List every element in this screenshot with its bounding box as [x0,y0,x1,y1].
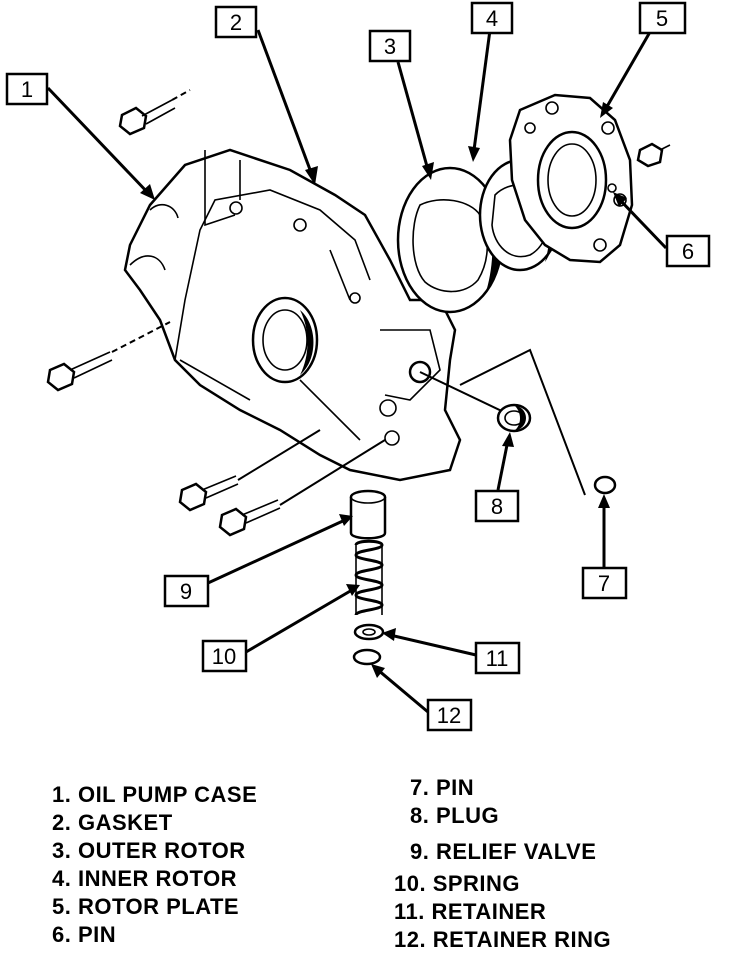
legend-item-6: 6. PIN [52,922,116,947]
legend-item-12: 12. RETAINER RING [394,927,611,952]
callout-2: 2 [214,5,258,39]
callout-12: 12 [426,698,473,732]
legend-item-3: 3. OUTER ROTOR [52,838,246,863]
callout-9: 9 [163,574,210,608]
legend-item-8: 8. PLUG [410,803,499,828]
bolt-right [636,142,671,168]
gasket-outline [204,150,236,227]
leader-lines [46,29,668,714]
bolt-lower-1 [178,475,239,512]
svg-text:12: 12 [437,703,461,728]
callout-1: 1 [5,72,49,106]
legend-item-4: 4. INNER ROTOR [52,866,237,891]
legend-right: 7. PIN 8. PLUG 9. RELIEF VALVE 10. SPRIN… [394,775,611,952]
svg-text:3: 3 [384,34,396,59]
bolt-centerlines [111,89,586,506]
bolt-top-left [118,99,176,136]
callout-7: 7 [581,566,628,600]
legend-left: 1. OIL PUMP CASE 2. GASKET 3. OUTER ROTO… [52,782,257,947]
legend-item-10: 10. SPRING [394,871,520,896]
plug-drawing [496,403,532,433]
callout-11: 11 [474,641,521,675]
legend-item-11: 11. RETAINER [394,899,546,924]
svg-text:7: 7 [598,571,610,596]
legend-item-2: 2. GASKET [52,810,173,835]
svg-text:6: 6 [682,239,694,264]
svg-text:2: 2 [230,10,242,35]
bolt-lower-2 [218,499,281,537]
callout-5: 5 [638,1,687,35]
svg-text:10: 10 [212,644,236,669]
legend-item-9: 9. RELIEF VALVE [410,839,596,864]
svg-text:8: 8 [491,494,503,519]
bolt-left [46,351,113,392]
callout-10: 10 [201,639,248,673]
legend-item-1: 1. OIL PUMP CASE [52,782,257,807]
callout-6: 6 [665,234,711,268]
retainer-ring-drawing [352,648,382,666]
rotor-plate-drawing [508,93,634,264]
svg-text:5: 5 [656,6,668,31]
legend-item-7: 7. PIN [410,775,474,800]
pin-7-drawing [593,475,617,495]
retainer-drawing [353,623,385,641]
oil-pump-case-drawing [123,148,462,482]
callout-8: 8 [474,489,520,523]
spring-drawing [354,539,384,616]
svg-text:1: 1 [21,77,33,102]
svg-text:11: 11 [486,646,509,671]
callout-3: 3 [368,29,412,63]
legend-item-5: 5. ROTOR PLATE [52,894,239,919]
svg-text:4: 4 [486,6,498,31]
relief-valve-drawing [349,489,387,540]
callout-4: 4 [470,1,514,35]
svg-text:9: 9 [180,579,192,604]
